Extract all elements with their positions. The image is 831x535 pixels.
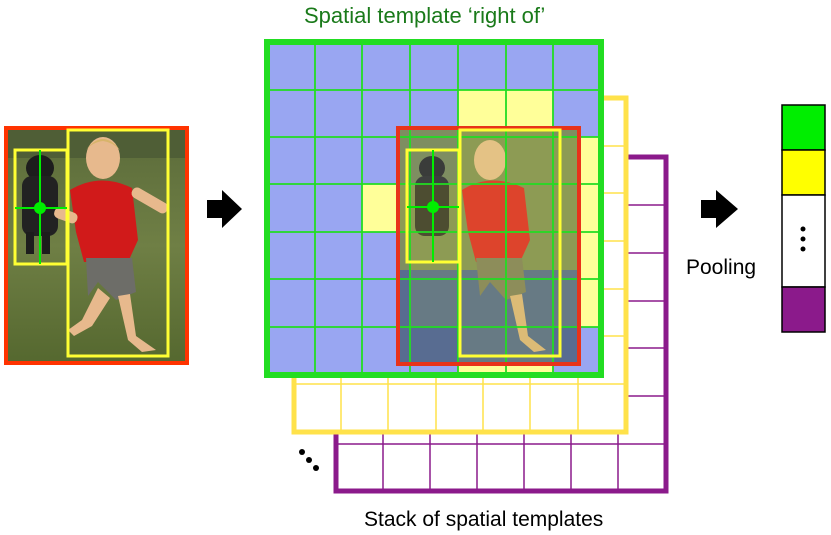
ellipsis-icon: [299, 449, 319, 471]
right-arrow-icon-2: [701, 190, 738, 228]
center-point: [34, 202, 46, 214]
diagram-title: Spatial template ‘right of’: [304, 3, 546, 28]
template-green: [264, 39, 604, 378]
overlay-photo: [398, 128, 579, 364]
child-figure: [54, 137, 168, 352]
stack-label: Stack of spatial templates: [364, 508, 604, 531]
pooling-label: Pooling: [686, 256, 757, 279]
pooled-vector: [781, 104, 826, 333]
right-arrow-icon: [207, 190, 242, 228]
input-photo: [4, 126, 189, 365]
